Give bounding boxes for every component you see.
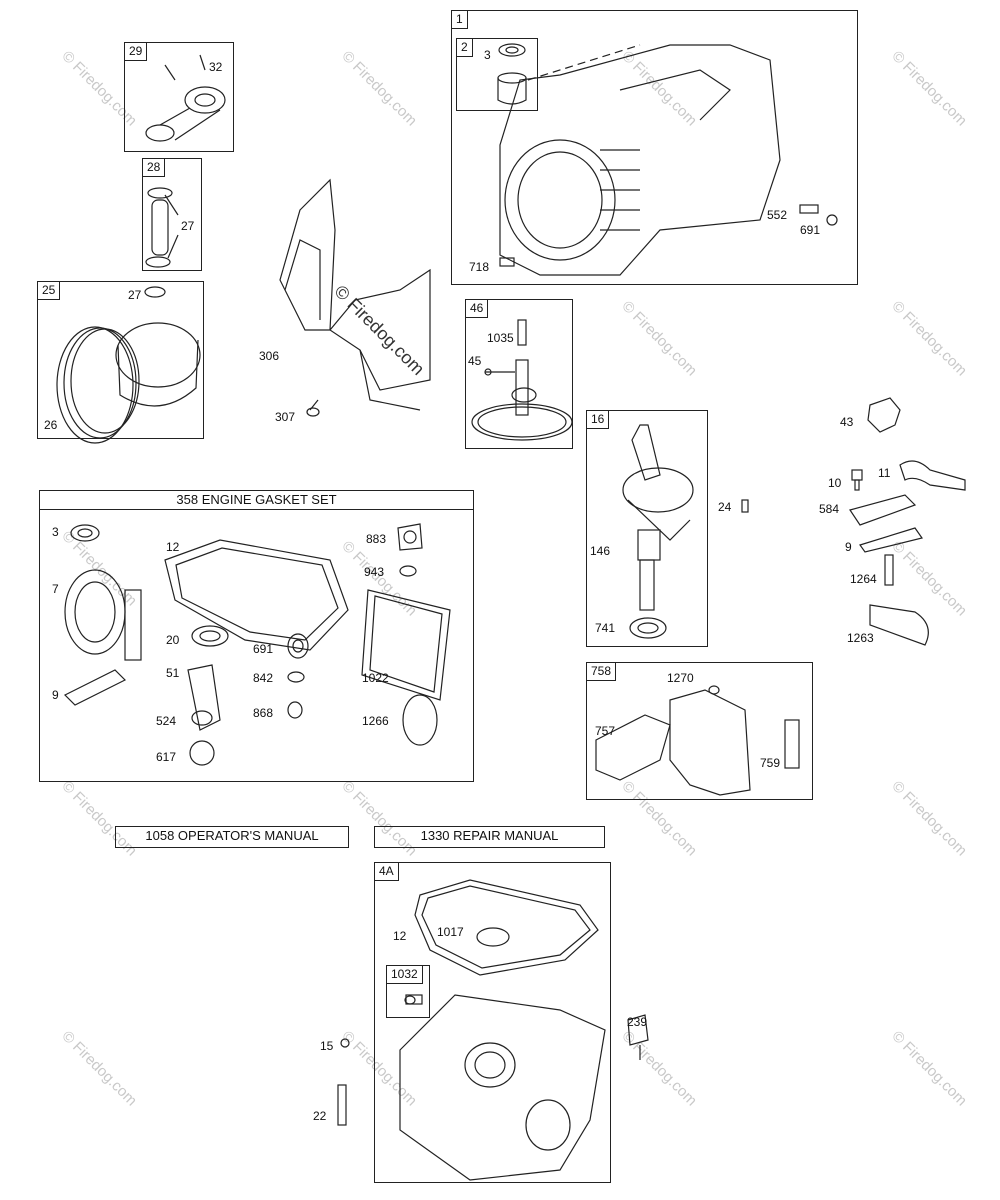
part-label: 741: [595, 621, 616, 635]
cylinder-block-drawing: [499, 44, 838, 276]
box-camshaft: 46: [465, 299, 573, 449]
part-label: 584: [819, 502, 840, 516]
part-label: 1264: [850, 572, 877, 586]
gasket-label: 943: [364, 565, 385, 579]
part-label: 759: [760, 756, 781, 770]
part-label: 24: [718, 500, 732, 514]
gasket-label: 524: [156, 714, 177, 728]
gasket-label: 3: [52, 525, 59, 539]
box-bushing: 2: [456, 38, 538, 111]
box-tag: 1032: [387, 966, 423, 984]
part-label: 15: [320, 1039, 334, 1053]
box-sump: 4A: [374, 862, 611, 1183]
gasket-label: 617: [156, 750, 177, 764]
crankshaft-drawing: [622, 424, 749, 639]
part-label: 26: [44, 418, 58, 432]
part-label: 239: [627, 1015, 648, 1029]
part-label: 1263: [847, 631, 874, 645]
part-label: 307: [275, 410, 296, 424]
part-label: 11: [878, 466, 891, 480]
box-piston: 25: [37, 281, 204, 439]
part-label: 32: [209, 60, 223, 74]
part-label: 22: [313, 1109, 327, 1123]
connecting-rod-drawing: [145, 54, 226, 142]
box-tag: 4A: [375, 863, 399, 881]
gasket-label: 691: [253, 642, 274, 656]
part-label: 1017: [437, 925, 464, 939]
box-tag: 16: [587, 411, 610, 429]
operator-manual-header: 1058 OPERATOR'S MANUAL: [115, 826, 349, 848]
box-tag: 28: [143, 159, 166, 177]
gasket-label: 868: [253, 706, 274, 720]
gasket-set-drawing: [63, 523, 451, 766]
governor-parts-drawing: [849, 397, 966, 646]
gasket-label: 1266: [362, 714, 389, 728]
box-piston-pin: 28: [142, 158, 202, 271]
gasket-label: 7: [52, 582, 59, 596]
gasket-label: 1022: [362, 671, 389, 685]
box-breather: 758: [586, 662, 813, 800]
gasket-label: 51: [166, 666, 180, 680]
box-tag: 25: [38, 282, 61, 300]
blower-shroud-drawing: [279, 178, 431, 417]
box-cylinder: 1: [451, 10, 858, 285]
part-label: 1035: [487, 331, 514, 345]
part-label: 10: [828, 476, 842, 490]
breather-assembly-drawing: [595, 685, 800, 796]
repair-manual-header: 1330 REPAIR MANUAL: [374, 826, 605, 848]
box-tag: 29: [125, 43, 148, 61]
part-label: 691: [800, 223, 821, 237]
camshaft-drawing: [471, 319, 573, 441]
part-label: 3: [484, 48, 491, 62]
box-tag: 46: [466, 300, 489, 318]
gasket-label: 883: [366, 532, 387, 546]
box-gasket-set: [39, 490, 474, 782]
part-label: 757: [595, 724, 616, 738]
gasket-set-header: 358 ENGINE GASKET SET: [39, 490, 474, 510]
bushing-drawing: [497, 43, 527, 105]
box-tag: 758: [587, 663, 617, 681]
part-label: 306: [259, 349, 280, 363]
gasket-label: 12: [166, 540, 180, 554]
part-label: 12: [393, 929, 407, 943]
box-tag: 1: [452, 11, 468, 29]
part-label: 45: [468, 354, 482, 368]
part-label: 43: [840, 415, 854, 429]
gasket-label: 20: [166, 633, 180, 647]
box-valve: 1032: [386, 965, 430, 1018]
part-label: 9: [845, 540, 852, 554]
box-tag: 2: [457, 39, 473, 57]
part-label: 1270: [667, 671, 694, 685]
box-connecting-rod: 29: [124, 42, 234, 152]
sump-cover-drawing: [337, 879, 649, 1181]
gasket-label: 842: [253, 671, 274, 685]
part-label: 552: [767, 208, 788, 222]
part-label: 27: [128, 288, 142, 302]
box-crankshaft: 16: [586, 410, 708, 647]
part-label: 718: [469, 260, 490, 274]
piston-pin-drawing: [145, 187, 179, 268]
part-label: 27: [181, 219, 195, 233]
gasket-label: 9: [52, 688, 59, 702]
part-label: 146: [590, 544, 611, 558]
